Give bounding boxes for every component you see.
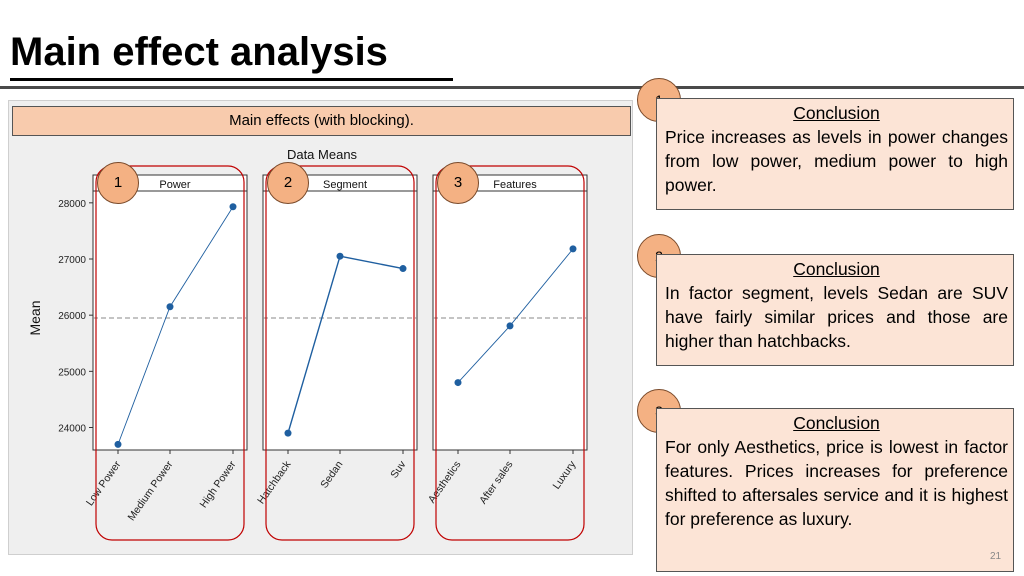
data-point-after-sales [506, 322, 514, 330]
y-tick-label: 27000 [58, 255, 86, 266]
panel-header-label: Features [493, 179, 537, 191]
x-tick-label: After sales [477, 459, 515, 507]
panel-marker-1: 1 [97, 162, 139, 204]
data-point-medium-power [166, 303, 174, 311]
x-tick-label: Low Power [84, 458, 124, 508]
data-point-aesthetics [454, 379, 462, 387]
panel-highlight-1 [95, 165, 245, 541]
panel-plot-area-3 [432, 190, 588, 451]
x-tick-label: Aesthetics [426, 459, 464, 506]
panel-header-label: Segment [323, 179, 367, 191]
conclusion-box-3: Conclusion For only Aesthetics, price is… [656, 408, 1014, 572]
y-axis-label: Mean [27, 300, 43, 335]
conclusion-text: In factor segment, levels Sedan are SUV … [665, 283, 1008, 351]
y-tick-label: 26000 [58, 311, 86, 322]
panel-plot-area-1 [92, 190, 248, 451]
panel-header-label: Power [159, 179, 191, 191]
data-point-sedan [336, 252, 344, 260]
panel-highlight-2 [265, 165, 415, 541]
header-rule [0, 86, 1024, 89]
conclusion-heading: Conclusion [793, 259, 880, 279]
data-point-hatchback [284, 429, 292, 437]
panel-plot-area-2 [262, 190, 418, 451]
conclusion-box-2: Conclusion In factor segment, levels Sed… [656, 254, 1014, 366]
panel-marker-2: 2 [267, 162, 309, 204]
conclusion-text: Price increases as levels in power chang… [665, 127, 1008, 195]
conclusion-heading: Conclusion [793, 103, 880, 123]
title-underline [10, 78, 453, 81]
x-tick-label: High Power [197, 458, 238, 510]
x-tick-label: Medium Power [125, 458, 175, 523]
panel-highlight-3 [435, 165, 585, 541]
x-tick-label: Suv [388, 458, 409, 480]
chart-caption: Main effects (with blocking). [12, 106, 631, 136]
data-point-high-power [229, 203, 237, 211]
data-point-suv [399, 265, 407, 273]
data-point-low-power [114, 440, 122, 448]
conclusion-box-1: Conclusion Price increases as levels in … [656, 98, 1014, 210]
x-tick-label: Luxury [551, 458, 579, 491]
conclusion-text: For only Aesthetics, price is lowest in … [665, 437, 1008, 529]
page-number: 21 [990, 551, 1002, 562]
y-tick-label: 28000 [58, 199, 86, 210]
x-tick-label: Sedan [318, 459, 345, 491]
y-tick-label: 25000 [58, 367, 86, 378]
chart-subtitle: Data Means [287, 147, 358, 162]
conclusion-heading: Conclusion [793, 413, 880, 433]
slide-title: Main effect analysis [10, 30, 388, 74]
y-tick-label: 24000 [58, 424, 86, 435]
panel-marker-3: 3 [437, 162, 479, 204]
data-point-luxury [569, 245, 577, 253]
x-tick-label: Hatchback [255, 458, 294, 506]
